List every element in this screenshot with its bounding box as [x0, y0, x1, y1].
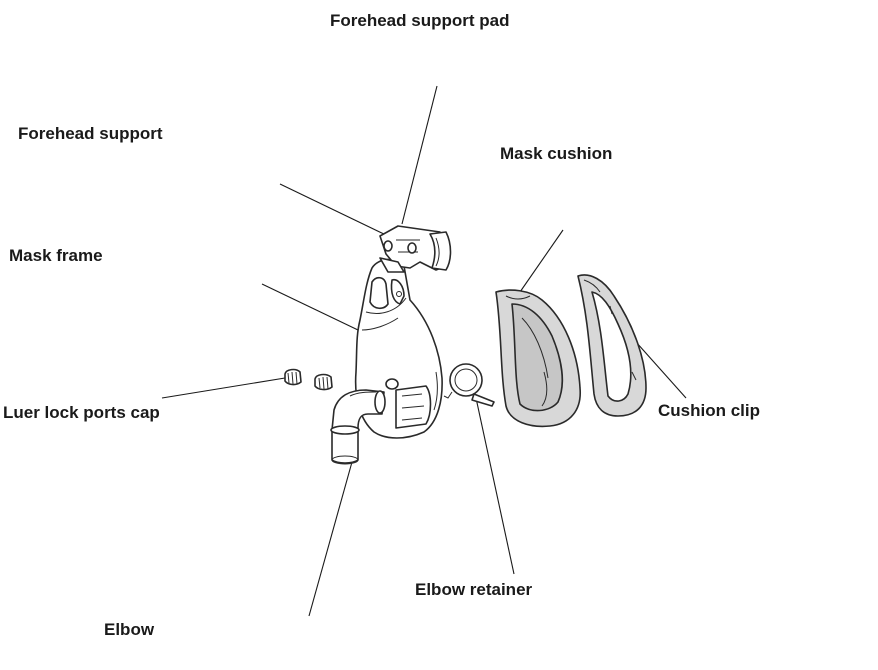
- forehead-support: [379, 225, 447, 273]
- elbow-retainer: [443, 363, 495, 407]
- leader-elbow-retainer: [475, 397, 515, 575]
- elbow: [330, 389, 386, 465]
- cushion-clip: [577, 274, 647, 417]
- leader-mask-frame: [261, 283, 359, 331]
- leader-cushion-clip: [635, 341, 687, 399]
- leader-luer-lock-ports-cap: [161, 377, 286, 399]
- label-cushion-clip: Cushion clip: [658, 401, 760, 420]
- leader-mask-cushion: [519, 229, 564, 293]
- label-luer-lock-ports-cap: Luer lock ports cap: [3, 403, 160, 422]
- luer-lock-port-caps: [284, 368, 333, 391]
- label-mask-cushion: Mask cushion: [500, 144, 613, 163]
- label-forehead-support-pad: Forehead support pad: [330, 11, 510, 30]
- leader-elbow: [308, 461, 353, 617]
- label-elbow: Elbow: [104, 620, 155, 639]
- leader-forehead-support: [279, 183, 389, 237]
- forehead-support-pad: [429, 231, 452, 271]
- label-mask-frame: Mask frame: [9, 246, 103, 265]
- mask-cushion: [495, 289, 581, 428]
- label-forehead-support: Forehead support: [18, 124, 163, 143]
- label-elbow-retainer: Elbow retainer: [415, 580, 533, 599]
- leader-forehead-support-pad: [401, 85, 438, 225]
